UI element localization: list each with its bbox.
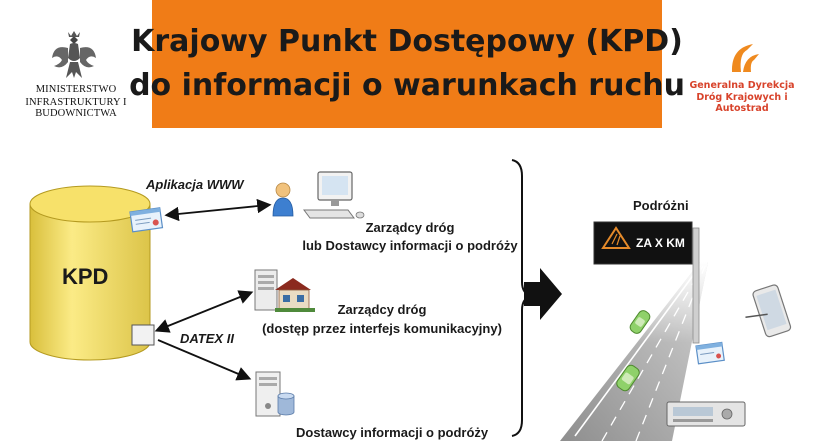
car-icon [629, 310, 651, 334]
arrow-datex-interface [154, 290, 254, 333]
datex-connector-box [131, 324, 155, 346]
ministry-name-line-1: MINISTERSTWO [35, 84, 117, 95]
arrow-datex-providers [157, 339, 252, 381]
title-line-2: do informacji o warunkach ruchu [129, 68, 685, 103]
node1-label-line-2: lub Dostawcy informacji o podróży [302, 238, 518, 253]
datex-label: DATEX II [180, 331, 234, 346]
node3-label: Dostawcy informacji o podróży [296, 425, 489, 440]
title-line-1: Krajowy Punkt Dostępowy (KPD) [131, 24, 683, 59]
gddkia-name-line-1: Generalna Dyrekcja [689, 80, 795, 91]
car-icon [616, 364, 640, 392]
sign-pole [692, 227, 700, 344]
kpd-label: KPD [62, 264, 109, 289]
arrow-app-www [164, 198, 272, 222]
travelers-label: Podróżni [633, 198, 689, 213]
computer-monitor-icon [303, 171, 365, 219]
road-illustration [560, 262, 708, 441]
server-house-icon [254, 269, 315, 312]
car-radio-icon [666, 401, 746, 427]
node2-label-line-2: (dostęp przez interfejs komunikacyjny) [262, 321, 502, 336]
gddkia-logo-icon [731, 44, 759, 72]
server-database-icon [255, 371, 295, 417]
user-icon [272, 182, 294, 217]
title-banner: Krajowy Punkt Dostępowy (KPD) do informa… [129, 0, 685, 128]
tablet-icon [745, 284, 792, 338]
gddkia-name-line-2: Dróg Krajowych i Autostrad [696, 92, 788, 114]
web-certificate-icon [695, 341, 725, 365]
eagle-emblem-icon [52, 31, 96, 78]
node2-label-line-1: Zarządcy dróg [337, 302, 427, 317]
database-cylinder-icon [29, 185, 151, 361]
sign-text: ZA X KM [636, 236, 685, 250]
web-certificate-icon [129, 207, 164, 233]
app-www-label: Aplikacja WWW [146, 177, 244, 192]
road-sign-icon [593, 221, 693, 265]
flow-arrow [524, 268, 562, 320]
node1-label-line-1: Zarządcy dróg [365, 220, 455, 235]
ministry-name-line-2: INFRASTRUKTURY I BUDOWNICTWA [25, 97, 127, 119]
